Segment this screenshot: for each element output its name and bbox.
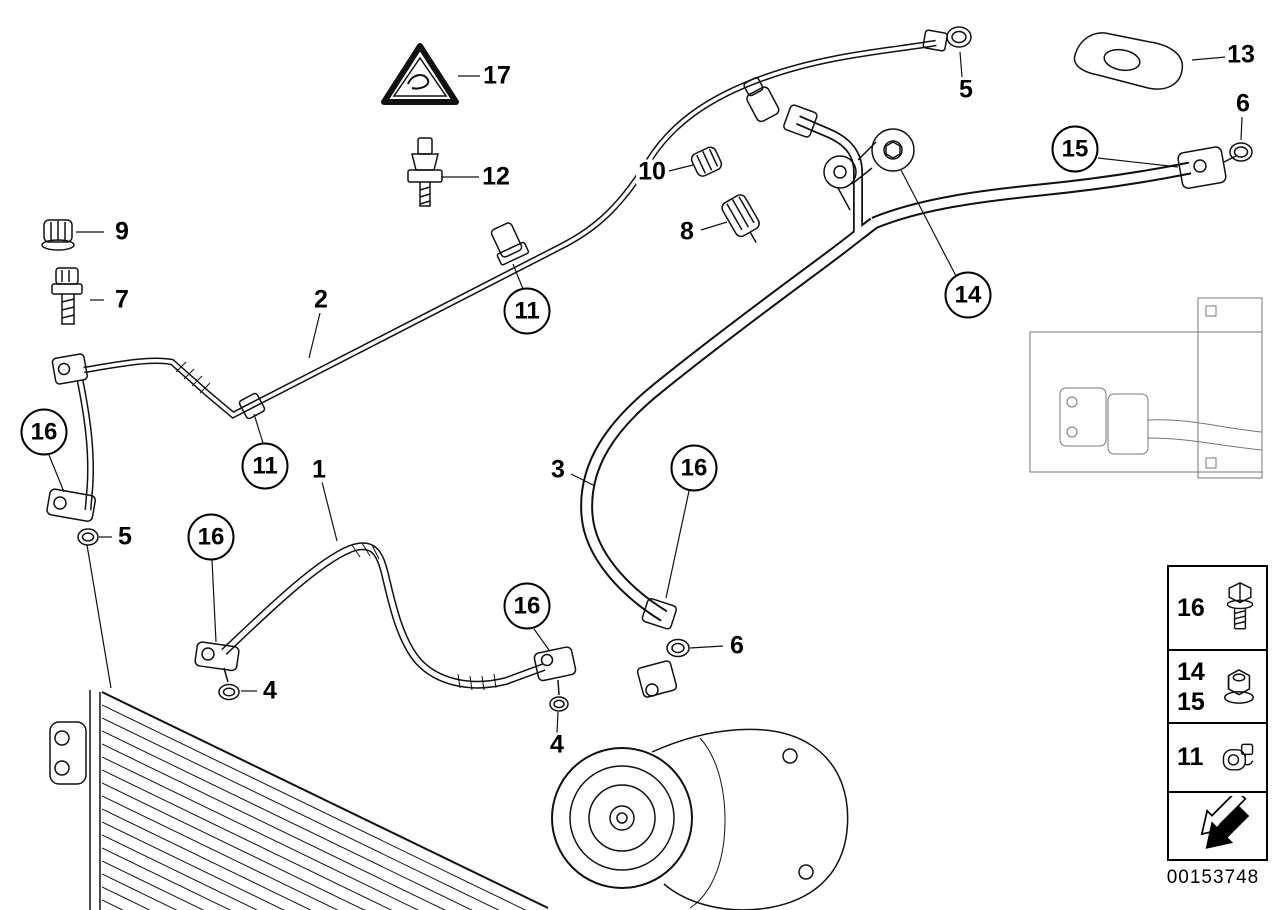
legend-label-14[interactable]: 14 bbox=[1177, 657, 1205, 686]
callout-8[interactable]: 8 bbox=[678, 217, 696, 246]
condenser bbox=[49, 544, 549, 910]
callout-12[interactable]: 12 bbox=[480, 162, 512, 191]
legend-row-bolt[interactable]: 16 bbox=[1169, 567, 1266, 651]
callout-7[interactable]: 7 bbox=[113, 285, 131, 314]
refrigerant-pipe-1 bbox=[221, 542, 546, 691]
firewall-context bbox=[1029, 297, 1263, 479]
left-drier-pipe bbox=[76, 379, 95, 511]
callout-13[interactable]: 13 bbox=[1225, 40, 1257, 69]
compressor bbox=[551, 660, 849, 910]
callout-6-b[interactable]: 6 bbox=[728, 631, 746, 660]
warning-triangle-icon bbox=[381, 43, 459, 105]
callout-1[interactable]: 1 bbox=[310, 455, 328, 484]
callout-16-d[interactable]: 16 bbox=[503, 582, 551, 630]
callout-16-c[interactable]: 16 bbox=[187, 513, 235, 561]
direction-arrow-icon bbox=[1200, 796, 1250, 849]
valve-cap-part-9 bbox=[41, 219, 75, 251]
callout-4-b[interactable]: 4 bbox=[548, 730, 566, 759]
fittings-and-seals bbox=[46, 26, 1253, 712]
callout-5-a[interactable]: 5 bbox=[957, 75, 975, 104]
callout-11-a[interactable]: 11 bbox=[503, 287, 551, 335]
legend-arrow-cell bbox=[1169, 793, 1266, 859]
callout-6-a[interactable]: 6 bbox=[1234, 89, 1252, 118]
callout-15[interactable]: 15 bbox=[1051, 125, 1099, 173]
callout-3[interactable]: 3 bbox=[549, 455, 567, 484]
callout-14[interactable]: 14 bbox=[944, 271, 992, 319]
pipe-clamp-icon bbox=[1222, 743, 1254, 771]
callout-4-a[interactable]: 4 bbox=[261, 676, 279, 705]
callout-11-b[interactable]: 11 bbox=[241, 442, 289, 490]
refrigerant-pipe-2 bbox=[83, 39, 937, 419]
callout-10[interactable]: 10 bbox=[636, 157, 668, 186]
image-number: 00153748 bbox=[1166, 867, 1260, 888]
hex-bolt-icon bbox=[1226, 581, 1254, 630]
callout-9[interactable]: 9 bbox=[113, 217, 131, 246]
callout-5-b[interactable]: 5 bbox=[116, 522, 134, 551]
callout-16-a[interactable]: 16 bbox=[20, 408, 68, 456]
legend-label-15[interactable]: 15 bbox=[1177, 687, 1205, 716]
legend-row-nut[interactable]: 14 15 bbox=[1169, 651, 1266, 724]
legend-label-11[interactable]: 11 bbox=[1177, 743, 1204, 772]
callout-16-b[interactable]: 16 bbox=[670, 444, 718, 492]
parts-legend: 16 14 15 11 bbox=[1167, 565, 1268, 861]
flange-nut-icon bbox=[1223, 668, 1255, 704]
legend-row-clamp[interactable]: 11 bbox=[1169, 724, 1266, 793]
leader-lines bbox=[48, 51, 1243, 734]
service-valve-part-7 bbox=[51, 267, 83, 325]
legend-label-16[interactable]: 16 bbox=[1177, 593, 1205, 622]
callout-2[interactable]: 2 bbox=[312, 285, 330, 314]
callout-17[interactable]: 17 bbox=[481, 61, 513, 90]
pressure-sensor-part bbox=[407, 137, 443, 207]
refrigerant-hose-3 bbox=[580, 115, 1192, 622]
